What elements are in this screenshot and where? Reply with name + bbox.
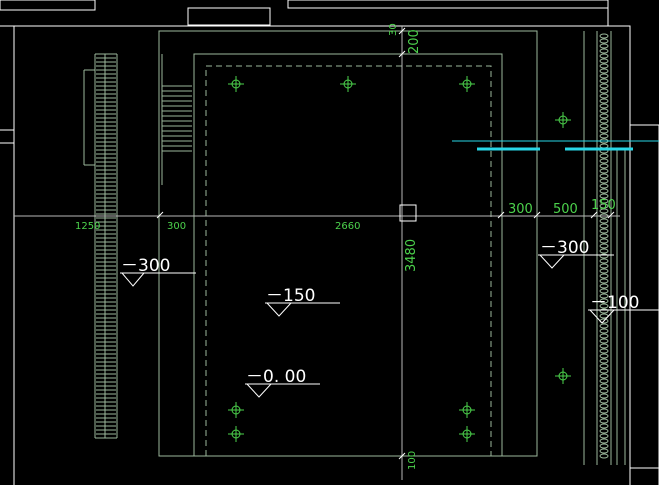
crosshair-light-icon	[459, 76, 475, 92]
crosshair-light-icon	[228, 76, 244, 92]
dim-bottom-100: 100	[407, 451, 418, 470]
level-triangle-icon	[539, 254, 565, 269]
level-triangle-icon	[266, 302, 292, 317]
crosshair-light-icon	[555, 368, 571, 384]
level-center-minus-150: －150	[266, 286, 315, 306]
room-outlines	[83, 30, 626, 465]
right-coil-pattern	[599, 33, 609, 459]
dim-right-300: 300	[508, 202, 533, 217]
left-hatch-strip	[96, 54, 116, 438]
dimension-ticks	[156, 27, 615, 460]
dim-left-300: 300	[167, 221, 186, 232]
step-lines	[162, 85, 192, 152]
level-right-minus-300: －300	[540, 238, 589, 258]
level-triangle-icon	[246, 383, 272, 398]
level-triangle-icon	[121, 272, 145, 287]
crosshair-light-icon	[340, 76, 356, 92]
level-triangle-icon	[589, 309, 615, 324]
dim-right-150: 150	[591, 198, 616, 213]
crosshair-light-icon	[555, 112, 571, 128]
dim-top-30: 30	[388, 23, 399, 36]
level-center-zero: －0. 00	[246, 367, 306, 387]
dim-right-500: 500	[553, 202, 578, 217]
square-marker-icon[interactable]	[399, 204, 417, 222]
cyan-lines	[452, 140, 659, 151]
crosshair-light-icon	[228, 426, 244, 442]
dim-2660: 2660	[335, 221, 360, 232]
crosshair-light-icon	[459, 402, 475, 418]
dim-3480: 3480	[404, 239, 419, 272]
crosshair-light-icon	[228, 402, 244, 418]
dim-1250: 1250	[75, 221, 100, 232]
axis-lines	[14, 26, 620, 480]
light-fixtures	[228, 76, 571, 442]
dim-top-200: 200	[407, 29, 422, 54]
level-far-right-minus-100: －100	[590, 293, 639, 313]
crosshair-light-icon	[459, 426, 475, 442]
level-markers	[120, 254, 659, 398]
level-left-minus-300: －300	[121, 256, 170, 276]
